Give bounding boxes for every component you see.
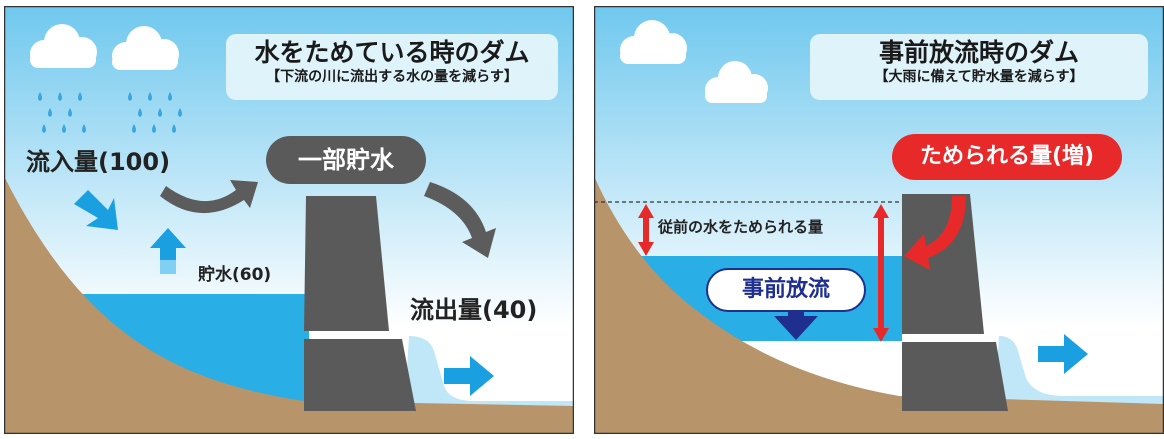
left-panel: 水をためている時のダム 【下流の川に流出する水の量を減らす】 流入量(100) … <box>4 6 574 434</box>
storage-label: 貯水(60) <box>198 265 272 285</box>
increase-pill: ためられる量(増) <box>892 134 1122 180</box>
capacity-arrow-icon <box>873 204 889 342</box>
inflow-arrow-icon <box>74 190 118 230</box>
outflow-arrow-icon <box>1038 334 1088 374</box>
cloud-icon <box>620 20 687 64</box>
cloud-icon <box>705 61 768 103</box>
title-box: 事前放流時のダム 【大雨に備えて貯水量を減らす】 <box>810 34 1148 100</box>
panel-subtitle: 【下流の川に流出する水の量を減らす】 <box>266 69 518 85</box>
outflow-label: 流出量(40) <box>410 296 538 324</box>
increase-arrow-icon <box>904 196 966 270</box>
pre-release-pill: 事前放流 <box>706 268 866 312</box>
dam-lower-icon <box>304 339 416 411</box>
dam-lower-icon <box>902 342 1008 411</box>
downstream-water <box>994 336 1164 416</box>
increase-label: ためられる量(増) <box>919 144 1095 169</box>
panel-title: 事前放流時のダム <box>878 38 1079 67</box>
panel-border <box>4 6 574 434</box>
previous-capacity-arrow-icon <box>638 204 654 256</box>
ground <box>4 176 574 434</box>
partial-storage-pill: 一部貯水 <box>266 136 426 184</box>
pre-release-arrow-icon <box>774 304 818 340</box>
previous-capacity-label: 従前の水をためられる量 <box>658 218 824 236</box>
curved-arrow-icon <box>160 180 258 214</box>
panel-subtitle: 【大雨に備えて貯水量を減らす】 <box>874 69 1084 85</box>
partial-storage-label: 一部貯水 <box>298 146 394 174</box>
dam-icon <box>902 194 984 334</box>
dam-icon <box>304 196 389 331</box>
inflow-label: 流入量(100) <box>26 148 171 176</box>
storage-arrow-tail <box>160 260 176 274</box>
title-box: 水をためている時のダム 【下流の川に流出する水の量を減らす】 <box>226 34 558 100</box>
ground <box>594 176 1164 434</box>
outflow-arrow-icon <box>444 356 494 396</box>
curved-arrow-icon <box>424 182 496 258</box>
downstream-water <box>404 336 574 416</box>
pre-release-label: 事前放流 <box>741 277 830 302</box>
cloud-icon <box>30 24 97 68</box>
cloud-icon <box>112 26 179 70</box>
storage-arrow-icon <box>150 228 186 260</box>
right-panel: 事前放流時のダム 【大雨に備えて貯水量を減らす】 ためられる量(増) 従前の水を… <box>594 6 1164 434</box>
raindrop-icon <box>38 92 182 133</box>
panel-title: 水をためている時のダム <box>254 38 530 67</box>
